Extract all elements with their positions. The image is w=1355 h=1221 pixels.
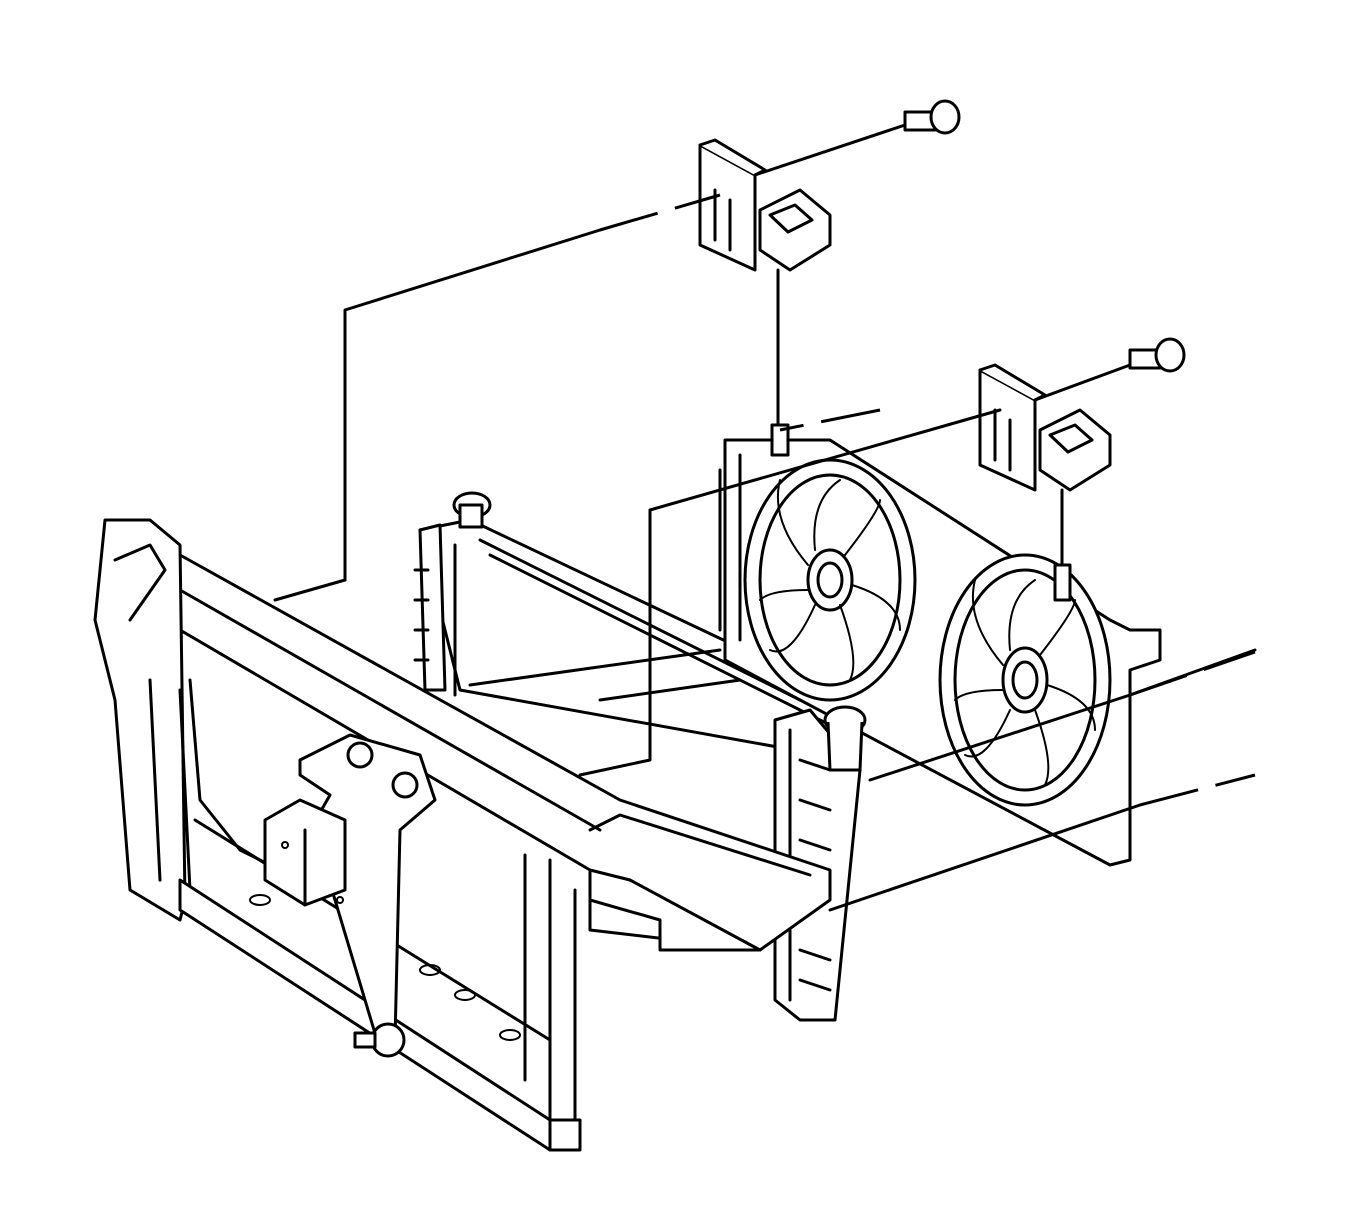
cooling-fan-right xyxy=(938,553,1112,807)
upper-bracket-right xyxy=(978,363,1047,492)
insulator-left xyxy=(758,188,832,272)
radiator-cap-icon xyxy=(452,491,492,529)
radiator-left-tank xyxy=(413,523,447,692)
inlet-pipe-icon xyxy=(823,705,867,772)
cooling-fan-left xyxy=(743,458,917,702)
bolt-head-icon xyxy=(346,741,374,769)
mounting-bolt-right xyxy=(1128,337,1186,373)
bolt-head-icon xyxy=(391,771,419,799)
leader-lines xyxy=(273,123,1257,912)
latch-stud-icon xyxy=(370,1022,406,1058)
insulator-right xyxy=(1038,408,1112,492)
upper-bracket-left xyxy=(698,138,767,272)
mounting-bolt-left xyxy=(903,99,961,135)
hood-latch-bracket xyxy=(263,733,437,1058)
